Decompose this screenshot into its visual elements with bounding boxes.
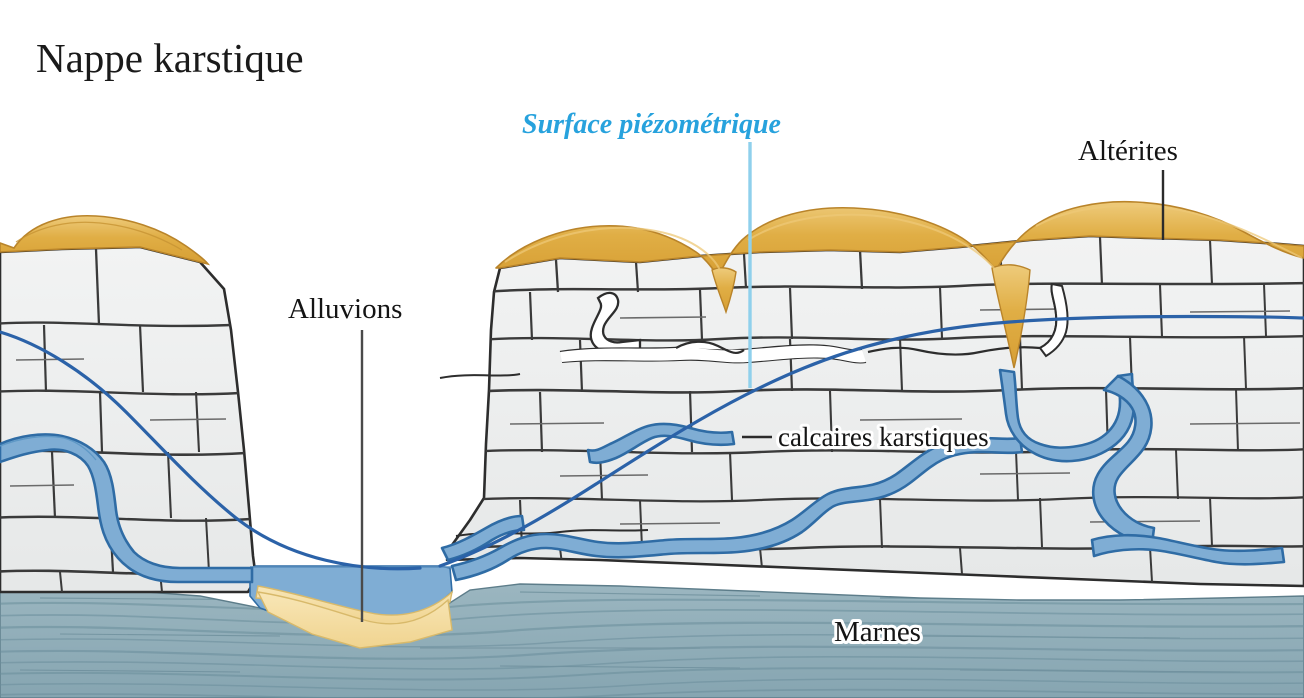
- label-alterites: Altérites: [1078, 135, 1178, 167]
- piezometric-surface-line: [0, 314, 1304, 571]
- alterites-tongue-1: [711, 267, 737, 315]
- alterites-right: [495, 200, 1304, 369]
- limestone-massif-left: [0, 245, 258, 594]
- conduit-right-main: [450, 436, 1024, 582]
- alterites-left-body: [0, 214, 211, 266]
- piezo-curve-right: [438, 314, 1304, 568]
- alterites-left: [0, 214, 211, 266]
- alterites-tongue-2: [991, 264, 1031, 369]
- conduit-left-main: [0, 433, 254, 584]
- figure-title: Nappe karstique: [36, 35, 304, 81]
- limestone-massif-right: [439, 234, 1304, 588]
- limestone-left-bedding: [0, 248, 256, 592]
- karst-conduits: [0, 368, 1286, 584]
- label-marls: Marnes: [834, 616, 921, 648]
- valley-fill: [249, 565, 454, 649]
- conduit-right-branch: [440, 514, 526, 562]
- piezo-curve-left: [0, 330, 422, 571]
- conduit-right-vertical-upper: [998, 368, 1136, 463]
- label-alluvions: Alluvions: [288, 293, 402, 325]
- alterites-right-body: [495, 200, 1304, 277]
- conduit-upper-small: [586, 422, 736, 465]
- marls-striations: [0, 591, 1304, 698]
- alluvium-body: [256, 591, 453, 649]
- label-karst-limestone: calcaires karstiques: [778, 422, 989, 452]
- conduit-basal-pool: [1090, 533, 1286, 566]
- karst-voids-unsaturated: [439, 282, 1069, 537]
- marls-layer: [0, 583, 1304, 698]
- label-piezometric-surface: Surface piézométrique: [522, 109, 781, 140]
